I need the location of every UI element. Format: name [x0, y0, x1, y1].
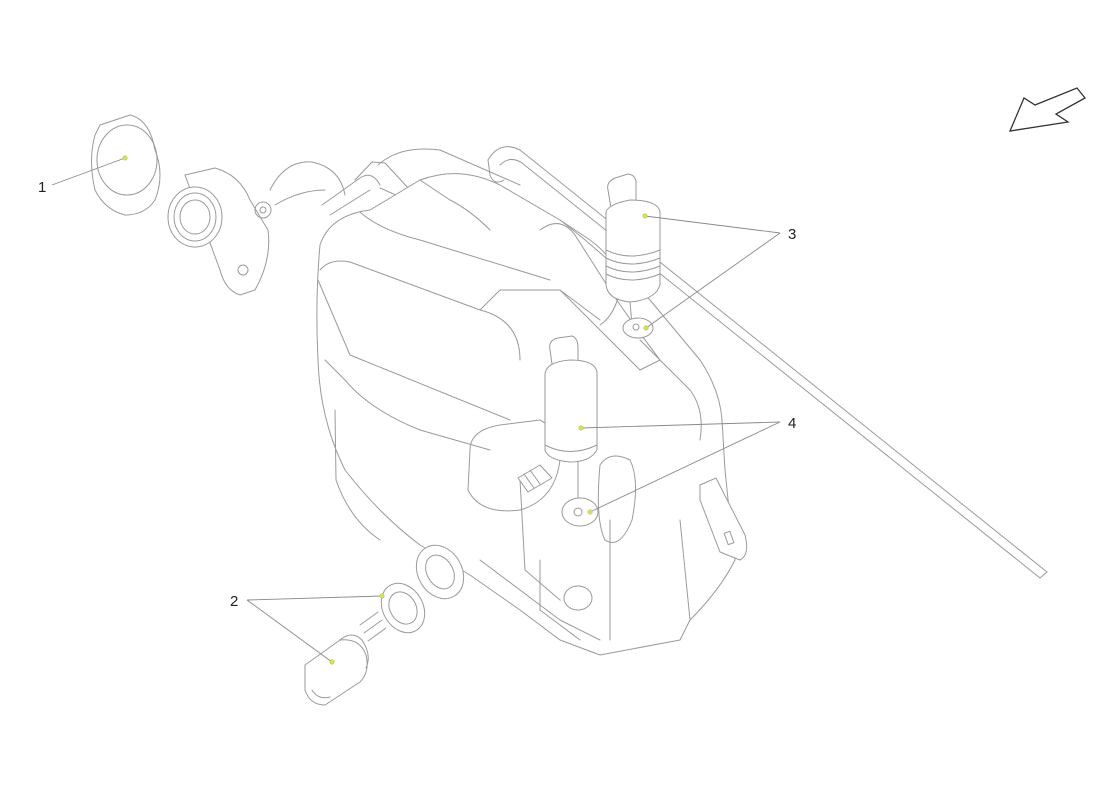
highlight-dots	[122, 155, 649, 665]
washer-hose	[487, 146, 1048, 579]
reservoir-tank	[316, 173, 748, 656]
part-3-upper-pump	[605, 173, 661, 339]
part-1-filler-cap	[91, 114, 272, 296]
callout-2: 2	[230, 593, 239, 610]
callout-3: 3	[788, 226, 797, 243]
callout-1: 1	[38, 179, 47, 196]
leader-lines	[51, 157, 781, 663]
orientation-arrow-icon	[1008, 87, 1086, 132]
part-4-lower-pump	[517, 335, 599, 527]
part-2-level-sensor	[304, 544, 465, 706]
callout-4: 4	[788, 415, 797, 432]
